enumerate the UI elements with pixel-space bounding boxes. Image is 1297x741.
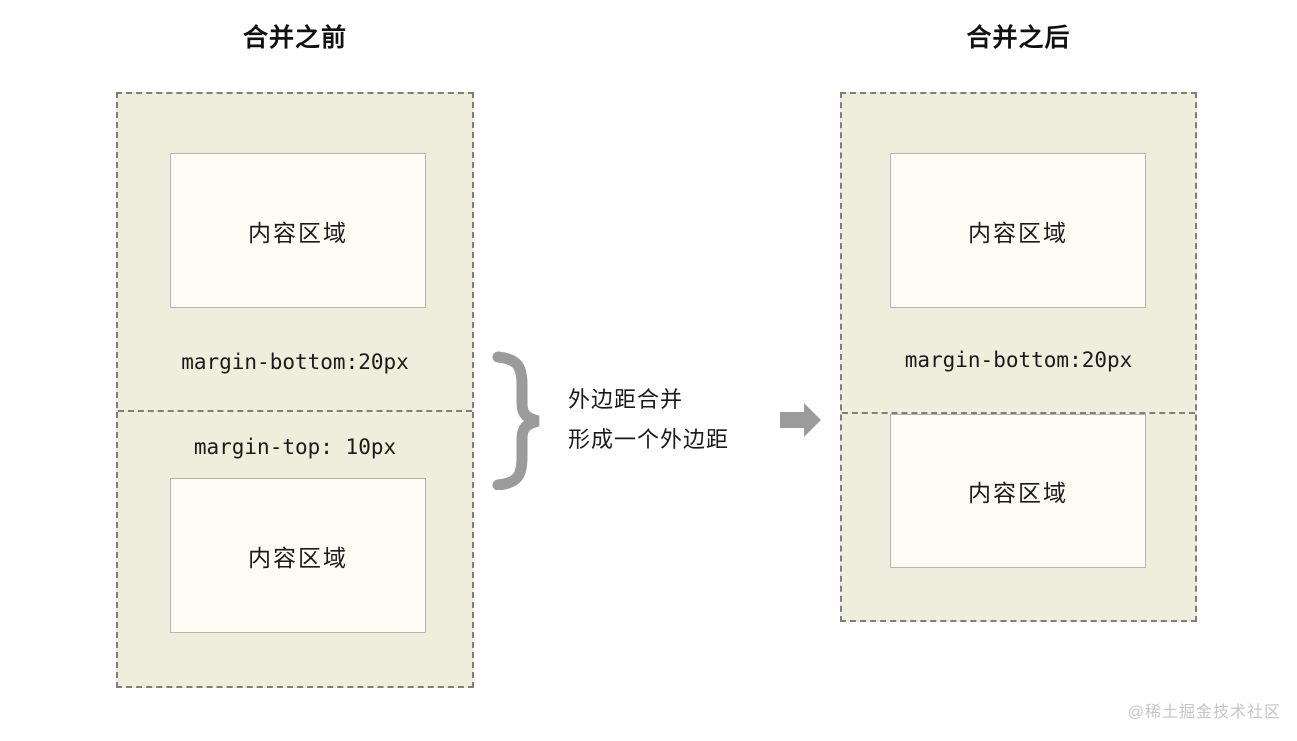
before-dashed-divider	[118, 410, 472, 412]
after-content-box-bottom: 内容区域	[890, 414, 1146, 568]
merge-annotation-line1: 外边距合并	[568, 387, 684, 412]
before-content-box-bottom: 内容区域	[170, 478, 426, 633]
content-area-label: 内容区域	[248, 219, 348, 246]
curly-brace-icon	[492, 351, 540, 490]
before-title: 合并之前	[242, 24, 347, 52]
after-dashed-divider	[842, 412, 1195, 414]
after-title: 合并之后	[966, 24, 1071, 52]
before-margin-top-label: margin-top: 10px	[193, 435, 397, 459]
content-area-label: 内容区域	[968, 219, 1068, 246]
content-area-label: 内容区域	[248, 544, 348, 571]
after-outer-box: 内容区域 margin-bottom:20px 内容区域	[840, 92, 1197, 622]
before-outer-box: 内容区域 margin-bottom:20px margin-top: 10px…	[116, 92, 474, 688]
content-area-label: 内容区域	[968, 480, 1068, 506]
right-arrow-icon	[780, 403, 821, 437]
before-content-box-top: 内容区域	[170, 153, 426, 308]
after-content-box-top: 内容区域	[890, 153, 1146, 308]
before-margin-bottom-label: margin-bottom:20px	[181, 350, 409, 374]
after-margin-bottom-label: margin-bottom:20px	[904, 348, 1133, 372]
merge-annotation: 外边距合并 形成一个外边距	[568, 380, 729, 460]
watermark: @稀土掘金技术社区	[1127, 704, 1281, 721]
merge-annotation-line2: 形成一个外边距	[568, 427, 730, 452]
